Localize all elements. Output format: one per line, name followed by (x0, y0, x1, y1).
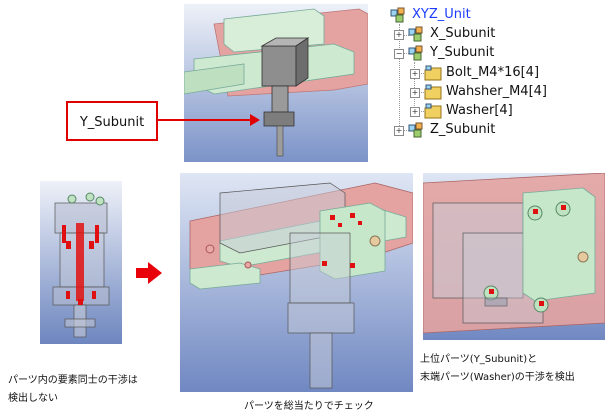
caption-left-line2: 検出しない (8, 393, 58, 404)
part-folder-icon (424, 103, 442, 119)
center-viewport (180, 173, 413, 392)
expand-plus-icon[interactable]: + (410, 69, 420, 79)
tree-item-label: X_Subunit (430, 26, 496, 41)
right-viewport (423, 173, 605, 340)
y-subunit-callout: Y_Subunit (66, 101, 158, 141)
tree-connector (399, 24, 400, 134)
caption-center: パーツを総当たりでチェック (244, 401, 374, 412)
assembly-icon (408, 122, 423, 138)
callout-leader-line (158, 114, 260, 126)
tree-item-label: Y_Subunit (430, 45, 495, 60)
left-viewport-render (40, 181, 122, 344)
caption-right: 上位パーツ(Y_Subunit)と 末端パーツ(Washer)の干渉を検出 (420, 351, 575, 387)
assembly-icon (408, 45, 423, 61)
expand-plus-icon[interactable]: + (410, 107, 420, 117)
expand-minus-icon[interactable]: − (394, 49, 404, 59)
part-folder-icon (424, 84, 442, 100)
expand-plus-icon[interactable]: + (394, 30, 404, 40)
center-viewport-render (180, 173, 413, 392)
top-viewport (184, 4, 368, 162)
callout-label: Y_Subunit (79, 115, 145, 130)
process-arrow-icon (136, 262, 162, 284)
assembly-icon (390, 7, 405, 23)
tree-connector (399, 130, 409, 131)
caption-left: パーツ内の要素同士の干渉は 検出しない (8, 372, 138, 408)
expand-plus-icon[interactable]: + (410, 88, 420, 98)
assembly-icon (408, 26, 423, 42)
left-viewport (40, 181, 122, 344)
top-viewport-render (184, 4, 368, 162)
tree-item-label: Z_Subunit (430, 122, 496, 137)
tree-root-label: XYZ_Unit (412, 7, 471, 22)
tree-connector (399, 35, 409, 36)
tree-item-label: Wahsher_M4[4] (446, 84, 547, 99)
tree-connector (399, 53, 409, 54)
caption-right-line2: 末端パーツ(Washer)の干渉を検出 (420, 372, 575, 383)
tree-item-label: Bolt_M4*16[4] (446, 65, 540, 80)
part-folder-icon (424, 65, 442, 81)
right-viewport-render (423, 173, 605, 340)
tree-item-label: Washer[4] (446, 103, 513, 118)
assembly-tree[interactable]: XYZ_Unit + X_Subunit − Y_Subunit + Bolt_… (382, 4, 602, 139)
caption-left-line1: パーツ内の要素同士の干渉は (8, 375, 138, 386)
caption-right-line1: 上位パーツ(Y_Subunit)と (420, 354, 538, 365)
expand-plus-icon[interactable]: + (394, 126, 404, 136)
